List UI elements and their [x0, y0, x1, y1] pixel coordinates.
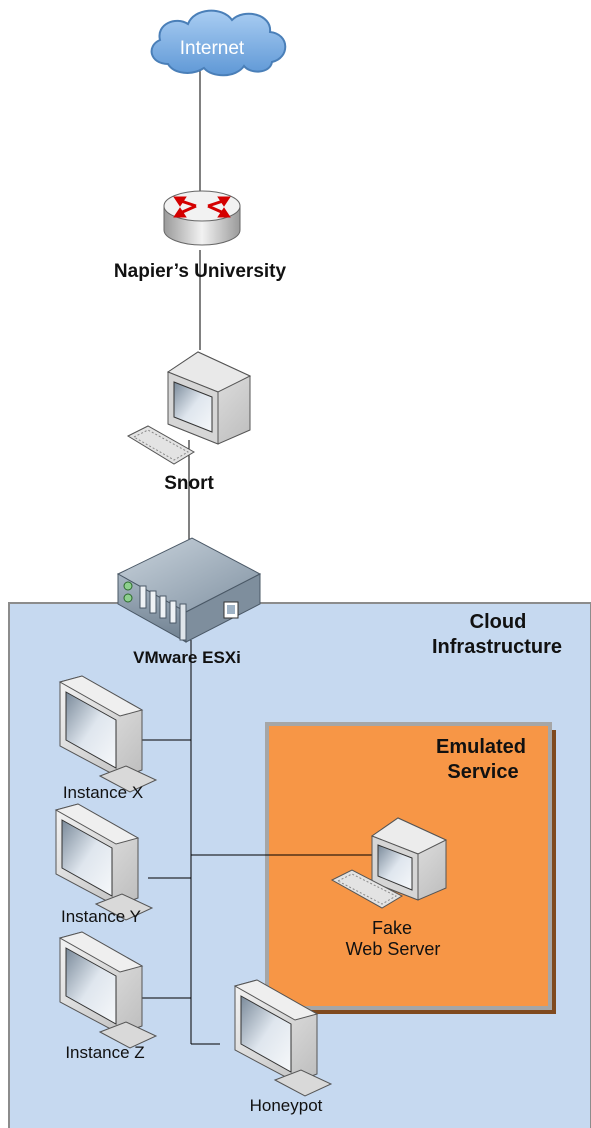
cloud-region-title-line2: Infrastructure	[432, 636, 562, 658]
honeypot-monitor-icon	[233, 979, 333, 1097]
router-icon	[163, 190, 241, 246]
instance-x-label: Instance X	[63, 783, 143, 802]
instance-y-monitor-icon	[54, 803, 154, 921]
router-label: Napier’s University	[114, 261, 287, 282]
instance-x-monitor-icon	[58, 675, 158, 793]
instance-z-monitor-icon	[58, 931, 158, 1049]
cloud-region-title-line1: Cloud	[470, 611, 527, 633]
emulated-service-title-line1: Emulated	[436, 736, 526, 758]
snort-label: Snort	[164, 473, 214, 494]
internet-label: Internet	[180, 38, 245, 59]
emulated-service-title-line2: Service	[447, 761, 518, 783]
internet-cloud-icon	[150, 9, 287, 77]
fake-web-server-label-line2: Web Server	[346, 939, 441, 959]
connectors	[142, 68, 372, 1045]
snort-workstation-icon	[126, 351, 252, 465]
fake-web-server-label-line1: Fake	[372, 918, 412, 938]
fake-web-server-workstation-icon	[330, 817, 448, 909]
esxi-label: VMware ESXi	[133, 648, 241, 667]
esxi-server-icon	[116, 537, 262, 643]
instance-z-label: Instance Z	[65, 1043, 144, 1062]
instance-y-label: Instance Y	[61, 907, 141, 926]
honeypot-label: Honeypot	[250, 1096, 323, 1115]
